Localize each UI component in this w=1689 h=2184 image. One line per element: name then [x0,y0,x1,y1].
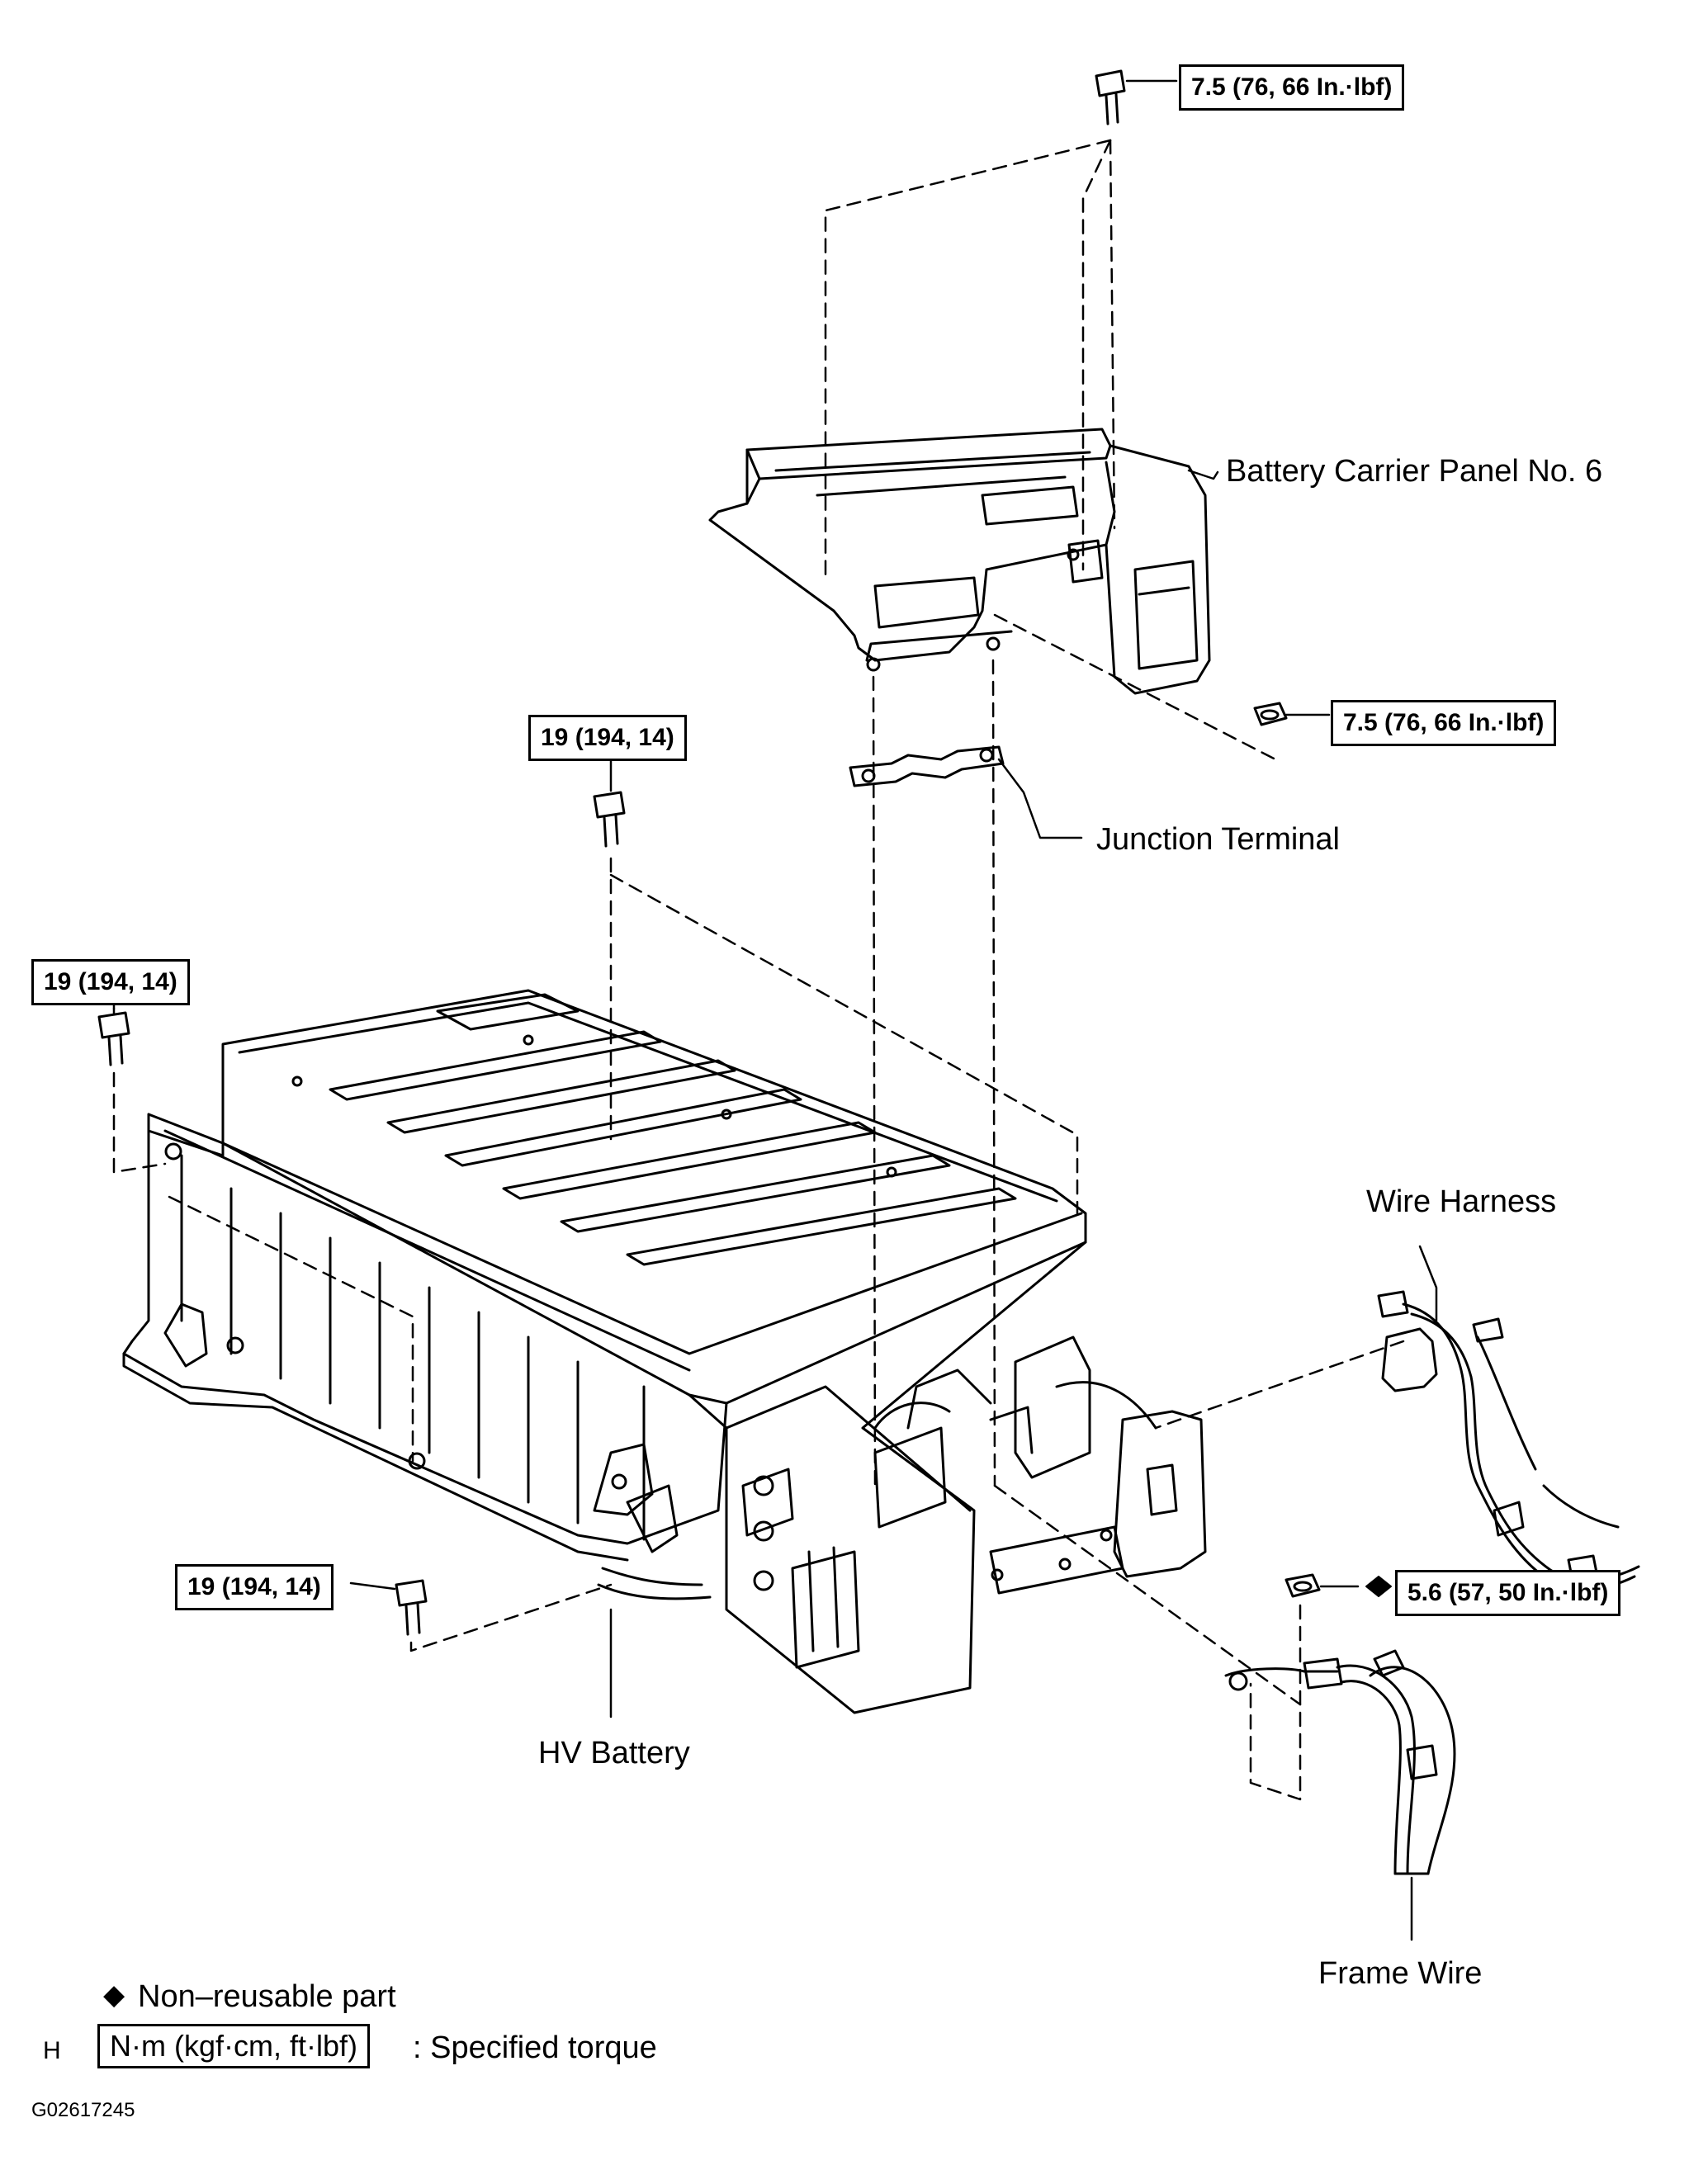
leader-lines [112,79,1438,1941]
battery-carrier-panel-drawing [708,428,1211,695]
frame-wire-drawing [1224,1649,1456,1875]
nonreusable-symbol: ◆ [103,1979,125,2011]
label-battery-carrier-panel: Battery Carrier Panel No. 6 [1226,454,1603,489]
label-junction-terminal: Junction Terminal [1096,822,1341,857]
torque-panel-nut: 7.5 (76, 66 In.·lbf) [1331,700,1557,746]
torque-front-bolt: 19 (194, 14) [175,1564,334,1610]
label-hv-battery: HV Battery [538,1736,690,1770]
legend-h-mark: H [43,2037,61,2064]
wire-harness-drawing [1377,1290,1640,1591]
label-wire-harness: Wire Harness [1366,1184,1557,1219]
nonreusable-marker [1365,1576,1392,1597]
torque-ground-nut: 5.6 (57, 50 In.·lbf) [1395,1570,1621,1616]
hv-battery-drawing [122,989,1207,1714]
legend-nonreusable-text: Non–reusable part [138,1979,396,2014]
legend-torque-box: N·m (kgf·cm, ft·lbf) [97,2024,370,2068]
assembly-lines [112,139,1405,1801]
torque-center-bolt: 19 (194, 14) [528,715,687,761]
label-frame-wire: Frame Wire [1318,1956,1483,1991]
legend-torque-text: : Specified torque [413,2030,657,2065]
fasteners [97,69,1321,1636]
torque-left-bolt: 19 (194, 14) [31,959,190,1005]
torque-top-bolt: 7.5 (76, 66 In.·lbf) [1179,64,1405,111]
figure-id: G02617245 [31,2099,135,2121]
